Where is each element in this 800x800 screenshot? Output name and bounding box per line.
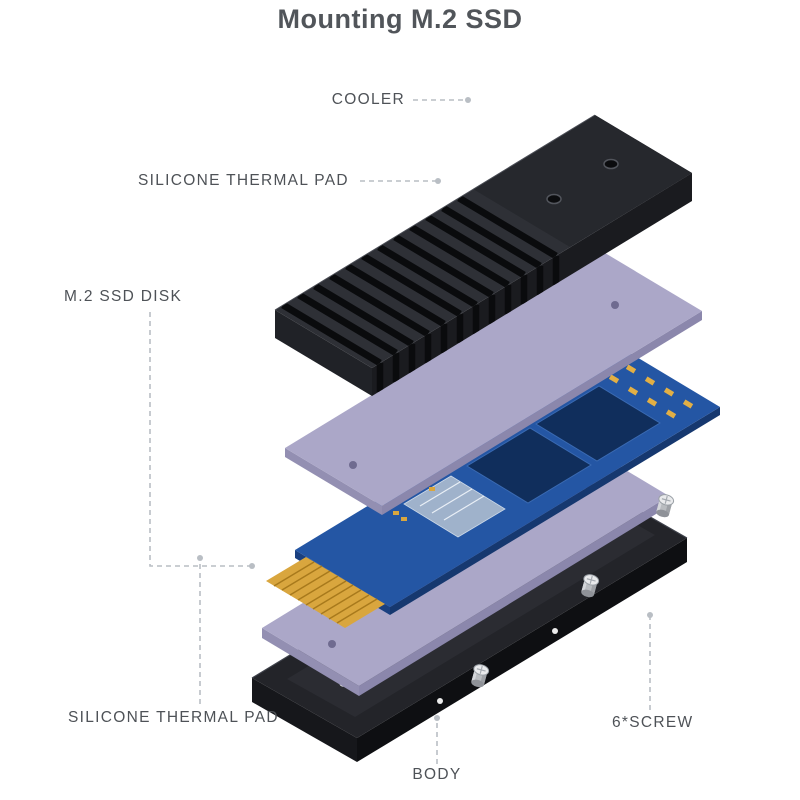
- label-ssd-disk: M.2 SSD DISK: [64, 288, 183, 305]
- body-wall-hole: [552, 628, 558, 634]
- label-thermal-pad-top: SILICONE THERMAL PAD: [138, 172, 349, 189]
- pad-hole: [349, 461, 357, 469]
- screw: [471, 664, 490, 688]
- ssd-nand-chip: [535, 385, 661, 462]
- ssd-part: [266, 350, 720, 628]
- ssd-gold-pads: [608, 364, 694, 419]
- cooler-fins: [281, 194, 558, 367]
- pad-top-left-face: [285, 448, 382, 515]
- ssd-edge-connector: [266, 557, 385, 628]
- cooler-flat-plateau: [473, 115, 692, 247]
- body-front-face: [357, 538, 687, 762]
- pad-bottom-front-face: [359, 496, 669, 696]
- cooler-left-face: [275, 310, 372, 396]
- cooler-screw-hole: [546, 193, 562, 205]
- cooler-part: [274, 114, 692, 396]
- pad-hole: [611, 301, 619, 309]
- label-thermal-pad-bottom: SILICONE THERMAL PAD: [68, 709, 279, 726]
- label-screws: 6*SCREW: [612, 714, 694, 731]
- thermal-pad-top-part: [285, 253, 702, 515]
- cooler-fin-teeth: [376, 256, 560, 392]
- screw: [656, 494, 675, 518]
- ssd-nand-chip: [466, 427, 592, 504]
- label-cooler: COOLER: [331, 91, 405, 108]
- page-title: Mounting M.2 SSD: [277, 4, 523, 34]
- body-wall-hole: [437, 698, 443, 704]
- leader-ssd: [149, 312, 250, 567]
- screw: [581, 574, 600, 598]
- cooler-screw-hole: [603, 158, 619, 170]
- leader-lines: [149, 97, 653, 764]
- body-left-face: [252, 678, 357, 762]
- screws-group: [471, 494, 675, 688]
- ssd-front-face: [390, 407, 720, 615]
- ssd-controller-chip: [403, 475, 506, 538]
- pad-top-front-face: [382, 311, 702, 515]
- label-body: BODY: [412, 766, 462, 783]
- cooler-front-face: [372, 173, 692, 396]
- pad-bottom-left-face: [262, 628, 359, 696]
- pad-hole: [328, 640, 336, 648]
- pad-top-top-face: [285, 253, 702, 506]
